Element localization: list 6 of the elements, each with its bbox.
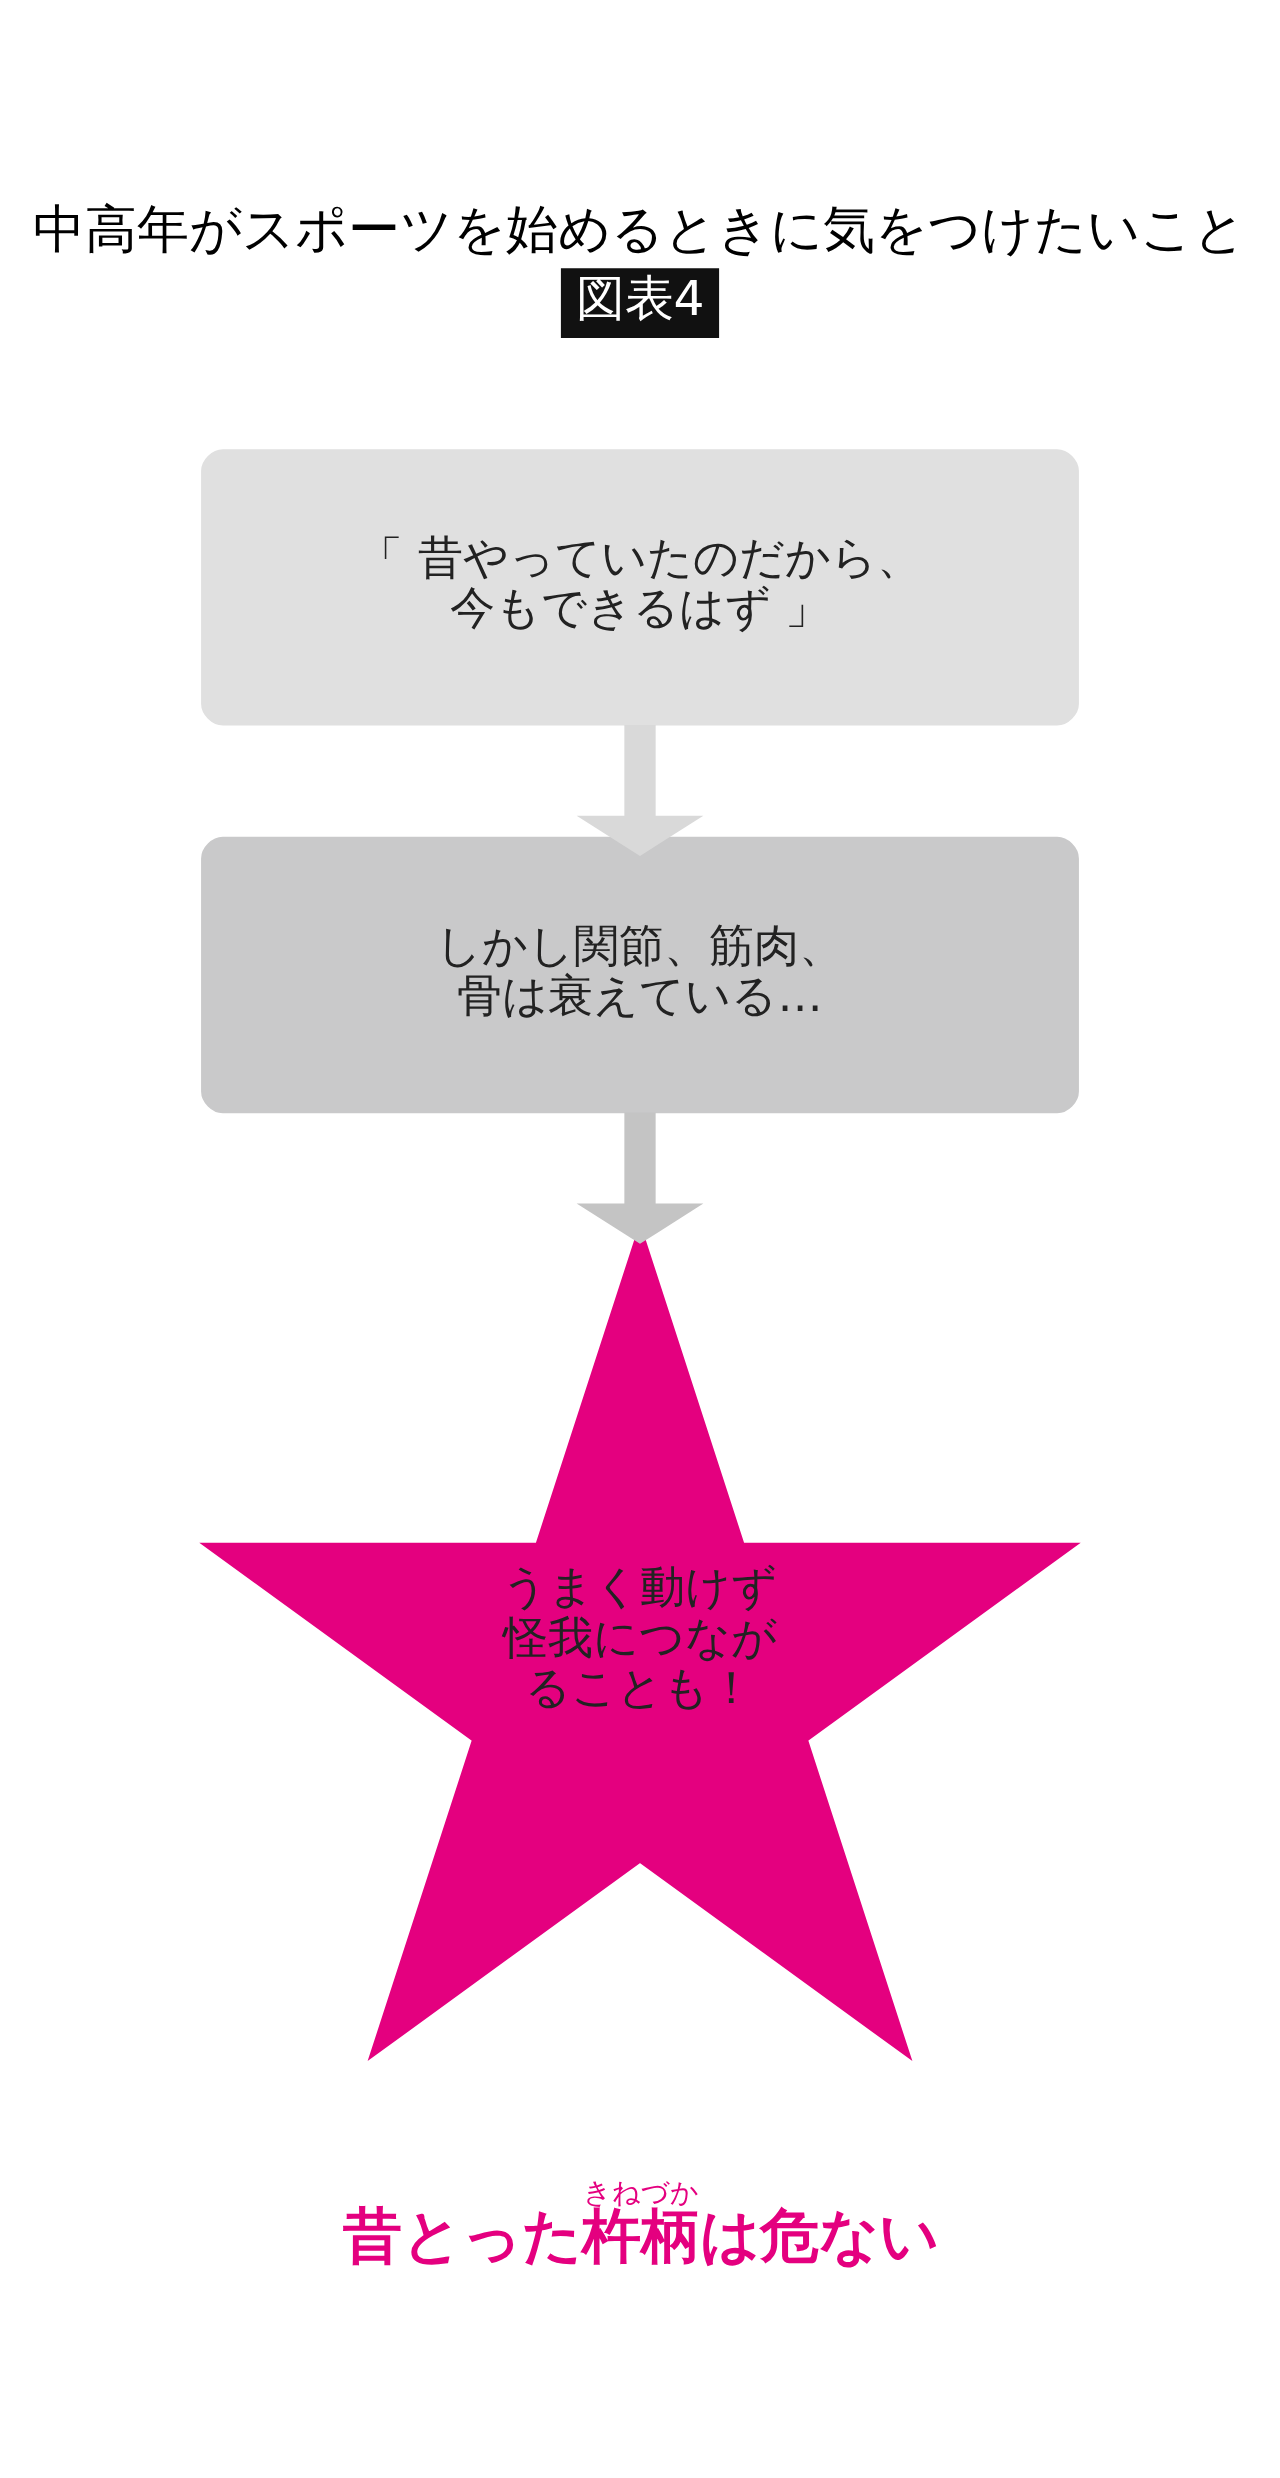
label: 図表4 [575, 269, 705, 326]
node-box: しかし関節、筋肉、骨は衰えている… [201, 836, 1079, 1113]
diagram-title: 中高年がスポーツを始めるときに気をつけたいこと [33, 198, 1247, 259]
node-box: 「 昔やっていたのだから、今もできるはず 」 [201, 448, 1079, 726]
arrow [576, 724, 704, 856]
arrow [576, 1112, 704, 1244]
